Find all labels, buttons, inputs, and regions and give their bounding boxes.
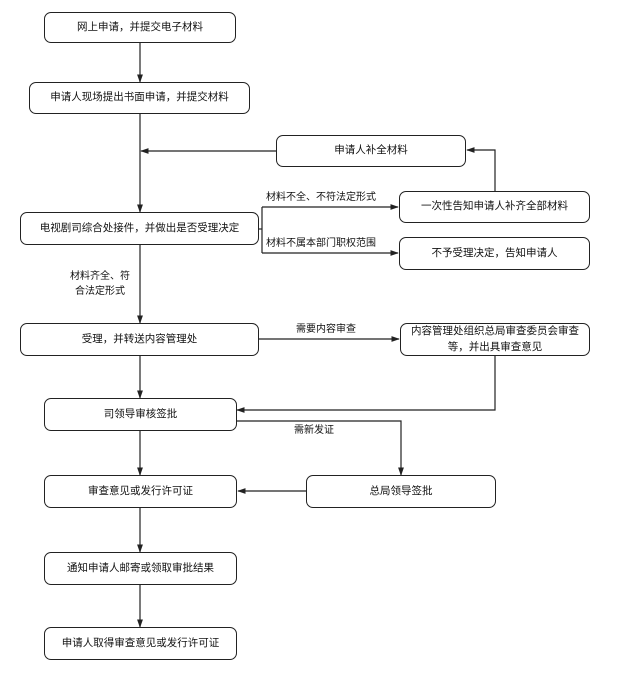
node-not-accept: 不予受理决定，告知申请人 (399, 237, 590, 270)
label-complete-line1: 材料齐全、符 (70, 271, 130, 282)
node-accept-decision: 电视剧司综合处接件，并做出是否受理决定 (20, 212, 259, 245)
node-supplement: 申请人补全材料 (276, 135, 466, 167)
node-director-review: 司领导审核签批 (44, 398, 237, 431)
label-incomplete: 材料不全、不符法定形式 (266, 192, 376, 203)
label-needs-review: 需要内容审查 (296, 324, 356, 335)
review-committee-line2: 等，并出具审查意见 (447, 340, 543, 353)
node-online-apply: 网上申请，并提交电子材料 (44, 12, 236, 43)
arrow-review-to-director (236, 355, 496, 413)
node-onsite-apply: 申请人现场提出书面申请，并提交材料 (29, 82, 250, 114)
node-notify-pickup: 通知申请人邮寄或领取审批结果 (44, 552, 237, 585)
label-needs-reissue: 需新发证 (294, 425, 334, 436)
label-complete-line2: 合法定形式 (75, 285, 125, 297)
review-committee-line1: 内容管理处组织总局审查委员会审查 (411, 325, 579, 338)
node-receive: 申请人取得审查意见或发行许可证 (44, 627, 237, 660)
node-issue-opinion: 审查意见或发行许可证 (44, 475, 237, 508)
arrow-director-to-bureau (237, 420, 404, 476)
node-notify-once: 一次性告知申请人补齐全部材料 (399, 191, 590, 223)
arrow-notify-once-to-supplement (466, 147, 496, 191)
node-review-committee: 内容管理处组织总局审查委员会审查 等，并出具审查意见 (400, 323, 590, 356)
node-bureau-sign: 总局领导签批 (306, 475, 496, 508)
label-out-of-scope: 材料不属本部门职权范围 (266, 238, 376, 249)
label-complete: 材料齐全、符 合法定形式 (70, 270, 130, 299)
node-accept-transfer: 受理，并转送内容管理处 (20, 323, 259, 356)
